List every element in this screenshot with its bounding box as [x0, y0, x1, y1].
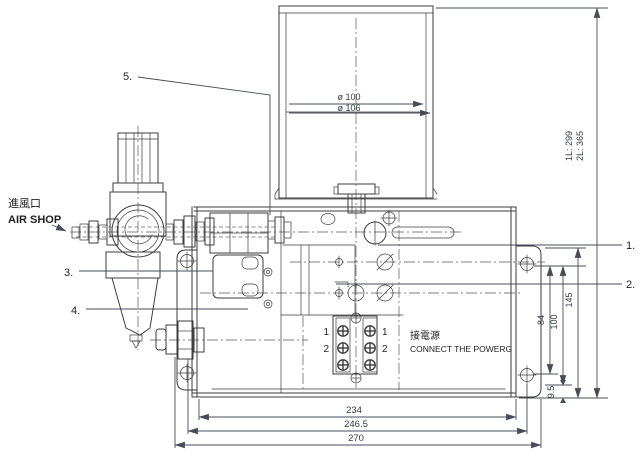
power-note-cn: 接電源 — [410, 329, 440, 342]
callout-3: 3. — [64, 267, 73, 279]
outlet-fitting — [155, 320, 205, 360]
top-screw-icon — [380, 209, 398, 227]
dim-tank-inner-diameter: ø 100 — [337, 92, 360, 102]
right-bracket-hole-top-icon — [517, 254, 537, 274]
outlet-port-2-icon — [376, 284, 394, 302]
callouts: 1. 2. 3. 4. 5. — [64, 71, 635, 317]
callout-4: 4. — [71, 305, 80, 317]
dim-body-height: 145 — [564, 292, 574, 307]
dim-overall-height-2l: 2L: 365 — [575, 131, 585, 161]
adjust-slot — [391, 226, 455, 239]
callout-1: 1. — [626, 240, 635, 252]
left-mounting-bracket — [176, 249, 198, 391]
reservoir-tank: ø 100 ø 106 — [274, 5, 438, 214]
filler-cap — [333, 183, 380, 214]
centerlines — [70, 18, 545, 390]
terminal-label-right-1: 1 — [382, 327, 388, 338]
dim-tank-outer-diameter: ø 106 — [337, 103, 360, 113]
dim-hole-spacing: 84 — [536, 315, 546, 325]
dim-hole-to-base: 100 — [549, 314, 559, 329]
right-bracket-hole-bottom-icon — [517, 365, 537, 385]
callout-2: 2. — [626, 279, 635, 291]
manifold-block — [212, 254, 264, 299]
terminal-ground-top-icon — [350, 312, 362, 324]
air-inlet-arrow-icon — [51, 224, 67, 232]
solenoid-valve-assembly — [209, 212, 292, 309]
dim-foot-offset-arrows — [560, 380, 566, 403]
terminal-label-right-2: 2 — [382, 344, 388, 355]
air-inlet-fittings — [71, 215, 215, 248]
terminal-label-left-2: 2 — [323, 344, 329, 355]
power-note: 接電源 CONNECT THE POWERG — [410, 329, 512, 354]
inlet-port-circle — [363, 220, 387, 246]
outlet-port-1-icon — [376, 253, 394, 271]
dim-width-270: 270 — [348, 433, 364, 444]
right-dimensions: 1L: 299 2L: 365 145 84 100 9.5 — [436, 7, 608, 403]
right-mounting-bracket — [515, 245, 542, 398]
air-inlet-label: 進風口 AIR SHOP — [8, 197, 67, 232]
bottom-dimensions: 234 246.5 270 — [174, 357, 542, 449]
callout-5: 5. — [123, 71, 132, 83]
terminal-block: 1 2 1 2 — [323, 312, 388, 384]
left-bracket-hole-top-icon — [177, 251, 197, 271]
regulator-body — [109, 191, 167, 237]
top-slot-hole — [320, 213, 336, 225]
dim-width-234: 234 — [346, 405, 362, 416]
terminal-label-left-1: 1 — [323, 327, 329, 338]
filter-regulator-unit — [105, 132, 167, 349]
power-note-en: CONNECT THE POWERG — [410, 344, 512, 354]
terminal-screws — [337, 325, 376, 371]
tank-diameter-dims: ø 100 ø 106 — [289, 92, 431, 117]
left-bracket-hole-bottom-icon — [177, 363, 197, 383]
air-inlet-label-en: AIR SHOP — [8, 214, 61, 226]
filter-bowl — [105, 251, 161, 349]
pump-body — [191, 206, 517, 398]
dim-width-246-5: 246.5 — [344, 419, 368, 430]
body-side-screws — [263, 267, 273, 309]
terminal-ground-bottom-icon — [350, 372, 362, 384]
air-inlet-label-cn: 進風口 — [8, 197, 41, 210]
dim-overall-height-1l: 1L: 299 — [564, 131, 574, 161]
dim-foot-offset: 9.5 — [546, 386, 556, 399]
port-markers — [334, 253, 394, 302]
